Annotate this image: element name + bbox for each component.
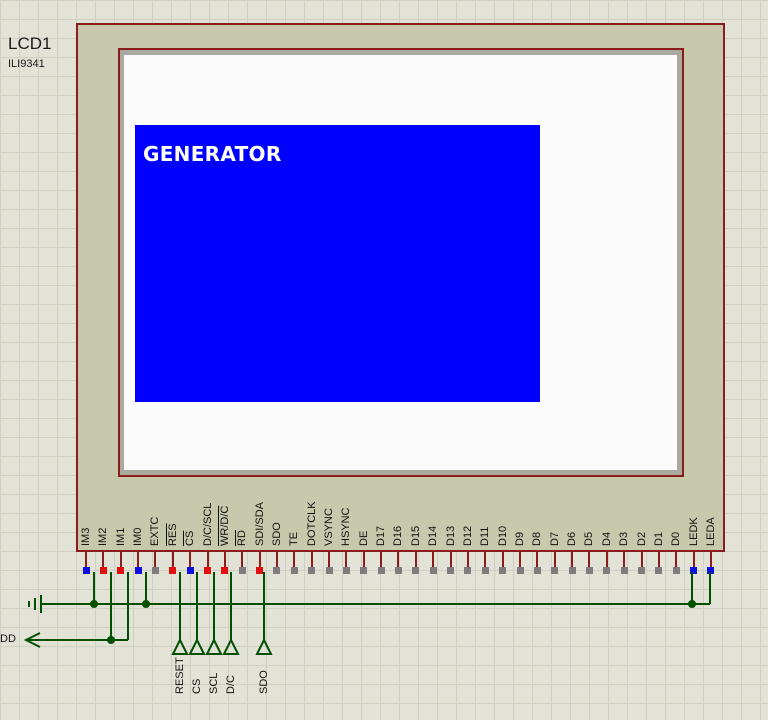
pin-sdi-sda[interactable] (258, 552, 261, 569)
pin-state-indicator (499, 567, 507, 574)
pin-state-indicator (186, 567, 194, 574)
pin-state-indicator (481, 567, 489, 574)
pin-d8[interactable] (536, 552, 539, 569)
pin-state-indicator (256, 567, 264, 574)
junction-dot (142, 600, 150, 608)
pin-im0[interactable] (137, 552, 140, 569)
pin-d2[interactable] (640, 552, 643, 569)
pin-state-indicator (447, 567, 455, 574)
pin-d6[interactable] (571, 552, 574, 569)
pin-state-indicator (429, 567, 437, 574)
pin-state-indicator (221, 567, 229, 574)
pin-extc[interactable] (154, 552, 157, 569)
pin-state-indicator (290, 567, 298, 574)
pin-d0[interactable] (675, 552, 678, 569)
pin-state-indicator (308, 567, 316, 574)
pin-rd[interactable] (241, 552, 244, 569)
pin-d7[interactable] (553, 552, 556, 569)
pin-d11[interactable] (484, 552, 487, 569)
vdd-terminal-icon (23, 632, 41, 648)
pin-cs[interactable] (189, 552, 192, 569)
pin-state-indicator (360, 567, 368, 574)
pin-de[interactable] (362, 552, 365, 569)
pin-state-indicator (464, 567, 472, 574)
pin-hsync[interactable] (345, 552, 348, 569)
sdo-terminal-icon[interactable] (255, 637, 273, 655)
pin-state-indicator (117, 567, 125, 574)
net-label-vdd[interactable]: DD (0, 633, 16, 645)
junction-dot (107, 636, 115, 644)
pin-state-indicator (533, 567, 541, 574)
dc-terminal-icon[interactable] (222, 637, 240, 655)
pin-state-indicator (325, 567, 333, 574)
pin-state-indicator (585, 567, 593, 574)
pin-dotclk[interactable] (310, 552, 313, 569)
pin-d17[interactable] (380, 552, 383, 569)
pin-state-indicator (377, 567, 385, 574)
pin-state-indicator (412, 567, 420, 574)
pin-d15[interactable] (414, 552, 417, 569)
reset-terminal-icon[interactable] (171, 637, 189, 655)
pin-state-indicator (690, 567, 698, 574)
net-label-cs[interactable]: CS (191, 678, 203, 694)
pin-im2[interactable] (102, 552, 105, 569)
pin-state-indicator (273, 567, 281, 574)
junction-dot (688, 600, 696, 608)
junction-dot (90, 600, 98, 608)
pin-im3[interactable] (85, 552, 87, 569)
cs-terminal-icon[interactable] (188, 637, 206, 655)
component-model: ILI9341 (8, 58, 45, 70)
pin-state-indicator (568, 567, 576, 574)
pin-d5[interactable] (588, 552, 591, 569)
pin-state-indicator (99, 567, 107, 574)
pin-sdo[interactable] (275, 552, 278, 569)
pin-d3[interactable] (623, 552, 626, 569)
pin-state-indicator (134, 567, 142, 574)
pin-wr-d-c[interactable] (223, 552, 226, 569)
pin-ledk[interactable] (692, 552, 695, 569)
pin-im1[interactable] (119, 552, 122, 569)
net-label-dc[interactable]: D/C (225, 675, 237, 694)
pin-state-indicator (204, 567, 212, 574)
pin-d16[interactable] (397, 552, 400, 569)
pin-state-indicator (394, 567, 402, 574)
pin-state-indicator (672, 567, 680, 574)
pin-d1[interactable] (657, 552, 660, 569)
pin-state-indicator (655, 567, 663, 574)
net-label-reset[interactable]: RESET (174, 657, 186, 694)
pin-state-indicator (516, 567, 524, 574)
pin-vsync[interactable] (328, 552, 331, 569)
screen-text: GENERATOR (143, 142, 282, 166)
pin-state-indicator (238, 567, 246, 574)
pin-state-indicator (151, 567, 159, 574)
net-label-sdo[interactable]: SDO (258, 670, 270, 694)
pin-state-indicator (603, 567, 611, 574)
pin-d4[interactable] (605, 552, 608, 569)
pin-state-indicator (620, 567, 628, 574)
pin-state-indicator (638, 567, 646, 574)
pin-state-indicator (551, 567, 559, 574)
pin-d-c-scl[interactable] (206, 552, 209, 569)
pin-d14[interactable] (432, 552, 435, 569)
pin-d9[interactable] (519, 552, 521, 569)
pin-d10[interactable] (501, 552, 504, 569)
pin-state-indicator (82, 567, 90, 574)
pin-te[interactable] (293, 552, 296, 569)
pin-d13[interactable] (449, 552, 452, 569)
pin-state-indicator (342, 567, 350, 574)
scl-terminal-icon[interactable] (205, 637, 223, 655)
net-label-scl[interactable]: SCL (208, 672, 220, 694)
pin-state-indicator (707, 567, 715, 574)
pin-d12[interactable] (466, 552, 469, 569)
screen-filled-rect (135, 125, 540, 402)
pin-res[interactable] (171, 552, 174, 569)
pin-state-indicator (169, 567, 177, 574)
component-reference[interactable]: LCD1 (8, 34, 52, 53)
pin-leda[interactable] (709, 552, 712, 569)
